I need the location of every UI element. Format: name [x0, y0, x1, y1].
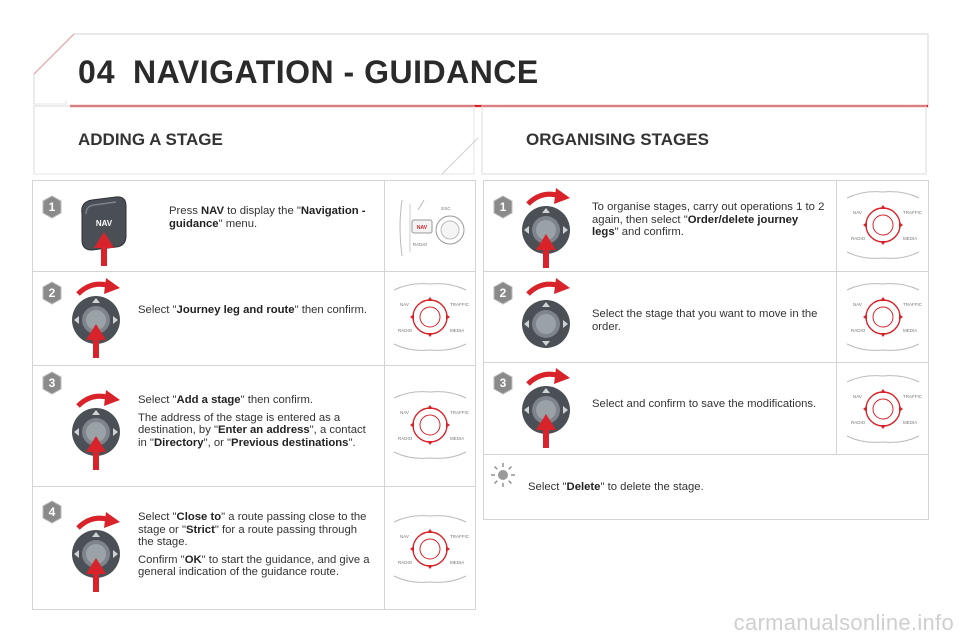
step-text: To organise stages, carry out operations…: [592, 201, 825, 238]
step-text: Select "Journey leg and route" then conf…: [138, 304, 368, 316]
svg-text:NAV: NAV: [853, 394, 862, 399]
step-badge: 3: [491, 371, 515, 395]
svg-text:TRAFFIC: TRAFFIC: [450, 302, 470, 307]
rotary-knob-turn-press-icon: [72, 512, 120, 592]
step-text: Select "Close to" a route passing close …: [138, 511, 370, 578]
rotary-knob-turn-press-icon: [522, 188, 570, 268]
control-panel-icon: NAV TRAFFIC RADIO MEDIA: [393, 391, 470, 459]
step-badge: 2: [491, 281, 515, 305]
svg-text:MEDIA: MEDIA: [903, 328, 917, 333]
svg-text:NAV: NAV: [400, 302, 409, 307]
row-divider: [32, 271, 476, 272]
tip-text: Select "Delete" to delete the stage.: [528, 481, 704, 493]
control-panel-icon: NAV TRAFFIC RADIO MEDIA: [846, 191, 923, 259]
step-badge: 1: [491, 195, 515, 219]
step-text: Press NAV to display the "Navigation - g…: [169, 205, 366, 230]
svg-text:RADIO: RADIO: [398, 328, 413, 333]
row-divider: [483, 454, 929, 455]
svg-text:RADIO: RADIO: [398, 560, 413, 565]
svg-text:MEDIA: MEDIA: [450, 328, 464, 333]
svg-text:TRAFFIC: TRAFFIC: [450, 534, 470, 539]
svg-text:MEDIA: MEDIA: [450, 560, 464, 565]
svg-text:NAV: NAV: [400, 410, 409, 415]
nav-button-panel-icon: NAV ESC RADIO: [399, 199, 465, 257]
step-text: Select and confirm to save the modificat…: [592, 398, 817, 410]
rotary-knob-turn-press-icon: [72, 390, 120, 470]
chapter-number: 04: [78, 54, 116, 90]
chapter-title: NAVIGATION - GUIDANCE: [133, 54, 539, 90]
row-divider: [483, 362, 929, 363]
step-badge: 4: [40, 500, 64, 524]
svg-text:NAV: NAV: [853, 210, 862, 215]
svg-text:TRAFFIC: TRAFFIC: [903, 210, 923, 215]
svg-text:RADIO: RADIO: [413, 242, 428, 247]
step-badge: 2: [40, 281, 64, 305]
section-title-organising-stages: ORGANISING STAGES: [526, 130, 709, 149]
svg-text:MEDIA: MEDIA: [450, 436, 464, 441]
section-title-frames: [33, 105, 927, 175]
svg-text:NAV: NAV: [96, 219, 113, 228]
control-panel-icon: NAV TRAFFIC RADIO MEDIA: [846, 283, 923, 351]
column-divider: [384, 180, 385, 610]
svg-text:NAV: NAV: [417, 225, 428, 231]
tip-sun-icon: [491, 463, 515, 487]
step-text: Select "Add a stage" then confirm. The a…: [138, 394, 366, 449]
svg-text:TRAFFIC: TRAFFIC: [903, 394, 923, 399]
watermark: carmanualsonline.info: [733, 610, 954, 635]
row-divider: [32, 486, 476, 487]
step-badge: 1: [40, 195, 64, 219]
column-divider: [836, 180, 837, 454]
step-text: Select the stage that you want to move i…: [592, 308, 818, 333]
svg-text:MEDIA: MEDIA: [903, 420, 917, 425]
svg-text:RADIO: RADIO: [851, 236, 866, 241]
control-panel-icon: NAV TRAFFIC RADIO MEDIA: [846, 375, 923, 443]
svg-text:RADIO: RADIO: [851, 328, 866, 333]
svg-text:TRAFFIC: TRAFFIC: [903, 302, 923, 307]
svg-text:TRAFFIC: TRAFFIC: [450, 410, 470, 415]
svg-text:NAV: NAV: [853, 302, 862, 307]
step-badge: 3: [40, 371, 64, 395]
nav-button-icon: NAV: [81, 196, 127, 266]
svg-text:NAV: NAV: [400, 534, 409, 539]
row-divider: [483, 271, 929, 272]
svg-text:ESC: ESC: [441, 206, 451, 211]
svg-text:MEDIA: MEDIA: [903, 236, 917, 241]
row-divider: [32, 365, 476, 366]
rotary-knob-turn-press-icon: [522, 368, 570, 448]
svg-text:RADIO: RADIO: [398, 436, 413, 441]
rotary-knob-turn-icon: [522, 278, 570, 348]
control-panel-icon: NAV TRAFFIC RADIO MEDIA: [393, 515, 470, 583]
rotary-knob-turn-press-icon: [72, 278, 120, 358]
svg-text:RADIO: RADIO: [851, 420, 866, 425]
control-panel-icon: NAV TRAFFIC RADIO MEDIA: [393, 283, 470, 351]
section-title-adding-stage: ADDING A STAGE: [78, 130, 223, 149]
